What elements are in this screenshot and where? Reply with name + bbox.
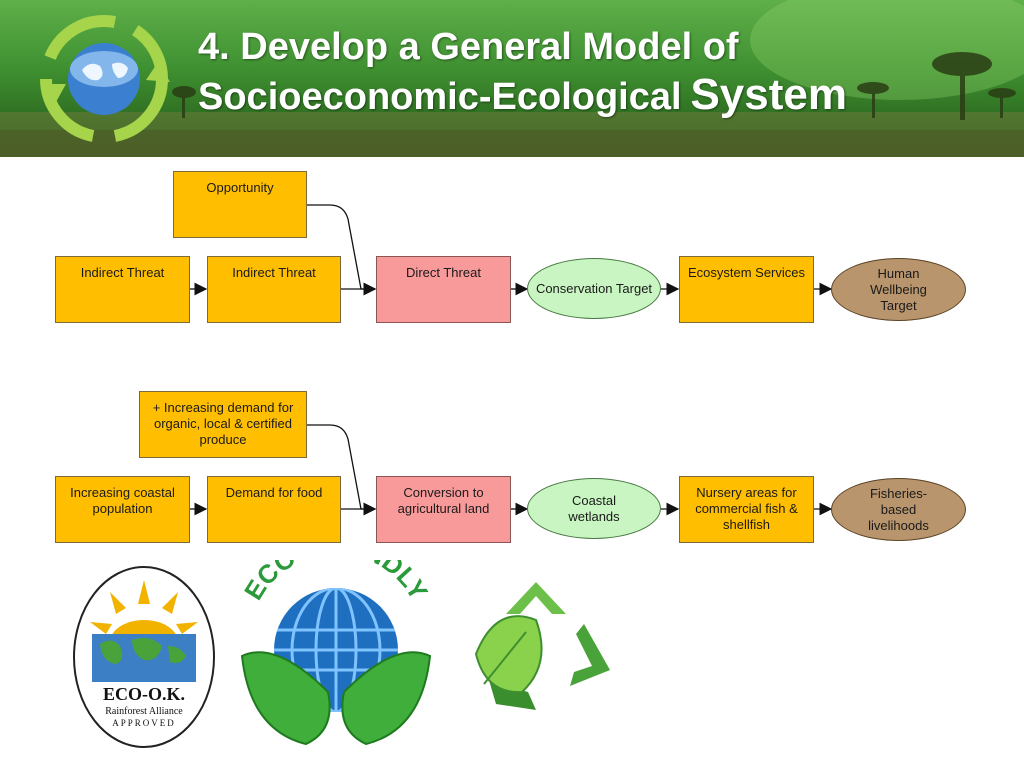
header-banner: 4. Develop a General Model of Socioecono… <box>0 0 1024 157</box>
node-ecosystem-services: Ecosystem Services <box>679 256 814 323</box>
node-direct-threat: Direct Threat <box>376 256 511 323</box>
slide-title: 4. Develop a General Model of Socioecono… <box>198 24 847 120</box>
eco-ok-subtitle: Rainforest Alliance <box>105 706 183 717</box>
arrow-generic-context <box>307 204 377 296</box>
node-demand-for-food: Demand for food <box>207 476 341 543</box>
arrow-example-context <box>307 424 377 516</box>
node-human-wellbeing-target: Human Wellbeing Target <box>831 258 966 321</box>
title-line-2: Socioeconomic-Ecological <box>198 76 682 118</box>
node-nursery-areas: Nursery areas for commercial fish & shel… <box>679 476 814 543</box>
recycle-leaf-logo <box>474 582 610 710</box>
title-line-2-big: System <box>690 70 847 119</box>
eco-friendly-logo: ECO FRIENDLY <box>238 560 434 746</box>
node-indirect-threat-1: Indirect Threat <box>55 256 190 323</box>
node-increasing-demand: + Increasing demand for organic, local &… <box>139 391 307 458</box>
node-conversion-to-agricultural-land: Conversion to agricultural land <box>376 476 511 543</box>
leaf-icon <box>474 615 543 694</box>
eco-ok-logo: ECO-O.K. Rainforest Alliance APPROVED <box>73 566 215 748</box>
node-fisheries-livelihoods: Fisheries-based livelihoods <box>831 478 966 541</box>
eco-ok-title: ECO-O.K. <box>103 684 185 704</box>
model-connectors <box>190 204 833 516</box>
savanna-background <box>0 0 1024 157</box>
title-line-1: 4. Develop a General Model of <box>198 26 739 68</box>
node-coastal-wetlands: Coastal wetlands <box>527 478 661 539</box>
node-increasing-coastal-population: Increasing coastal population <box>55 476 190 543</box>
node-conservation-target: Conservation Target <box>527 258 661 319</box>
globe-recycle-icon <box>40 15 170 143</box>
node-indirect-threat-2: Indirect Threat <box>207 256 341 323</box>
eco-ok-approved: APPROVED <box>112 718 176 728</box>
node-opportunity: Opportunity <box>173 171 307 238</box>
